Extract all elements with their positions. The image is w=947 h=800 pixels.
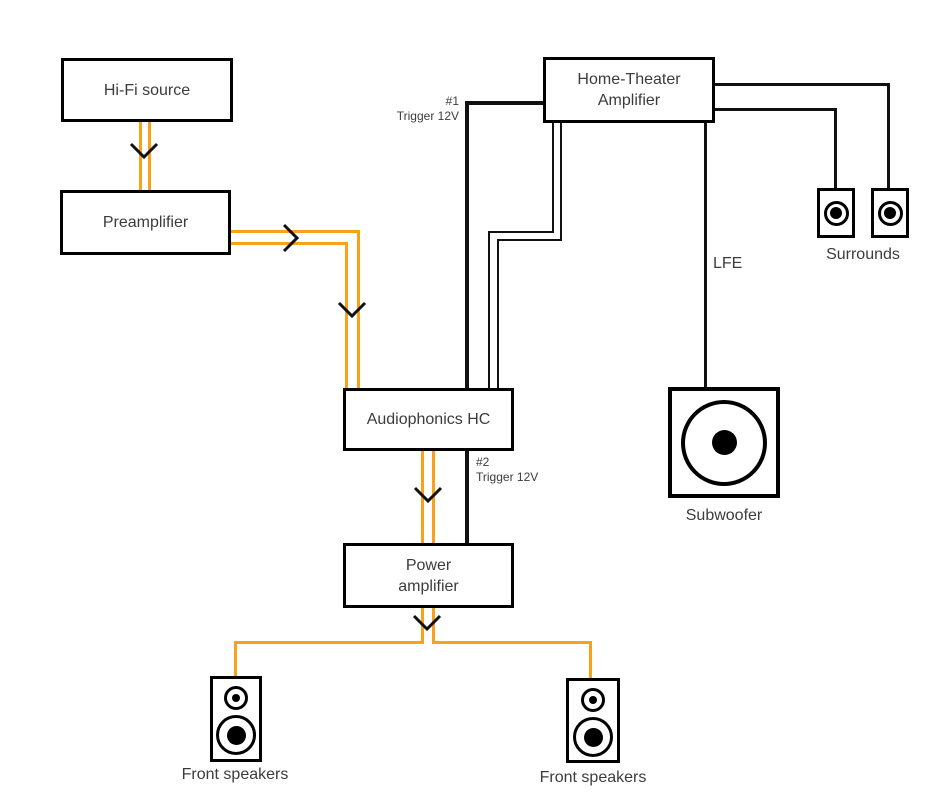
lfe-label: LFE — [713, 255, 743, 272]
subwoofer-driver-icon — [681, 399, 767, 486]
subwoofer-icon — [668, 387, 780, 498]
wire-hta-to-hc-b-v2 — [497, 239, 499, 388]
trigger2-label: #2 Trigger 12V — [476, 455, 576, 485]
wire-preamp-to-hc-outer-h — [231, 230, 360, 233]
trigger1-label-line1: #1 — [445, 94, 459, 108]
node-preamplifier-label: Preamplifier — [102, 214, 189, 231]
speaker-driver-icon — [823, 200, 849, 226]
wire-source-to-preamp-left — [139, 122, 142, 190]
front-speaker-right-icon — [566, 678, 620, 763]
wire-lfe-v — [704, 123, 707, 387]
arrow-down-icon — [413, 486, 443, 504]
wire-branch-left-v — [234, 641, 237, 677]
speaker-driver-icon — [877, 200, 903, 226]
wire-trigger1-h — [465, 101, 543, 105]
node-audiophonics-hc-label: Audiophonics HC — [366, 411, 491, 428]
wire-hta-to-hc-b-h — [497, 239, 562, 241]
node-home-theater-amplifier: Home-Theater Amplifier — [543, 57, 715, 123]
wire-surround-right-v — [887, 83, 890, 188]
wire-branch-left-h — [234, 641, 424, 644]
wire-branch-right-h — [432, 641, 592, 644]
subwoofer-label: Subwoofer — [685, 507, 763, 524]
node-hifi-source: Hi-Fi source — [61, 58, 233, 122]
node-power-amplifier-label-line1: Power — [405, 556, 452, 574]
trigger1-label-line2: Trigger 12V — [396, 109, 459, 123]
woofer-icon — [573, 717, 613, 757]
wire-hta-to-hc-a-v1 — [552, 123, 554, 233]
arrow-down-icon — [412, 614, 442, 632]
wire-surround-right-h — [715, 83, 890, 86]
wire-surround-left-h — [715, 108, 837, 111]
node-hta-label-line2: Amplifier — [597, 92, 661, 109]
tweeter-icon — [224, 686, 248, 710]
wire-trigger1-v — [465, 101, 469, 388]
trigger2-label-line2: Trigger 12V — [476, 470, 539, 484]
node-audiophonics-hc: Audiophonics HC — [343, 388, 514, 451]
surround-speaker-left-icon — [817, 188, 855, 238]
node-hta-label-line1: Home-Theater — [577, 71, 681, 88]
surround-speaker-right-icon — [871, 188, 909, 238]
arrow-right-icon — [282, 223, 300, 253]
wire-surround-left-v — [834, 108, 837, 188]
wire-branch-right-v — [589, 641, 592, 678]
front-speakers-right-label: Front speakers — [539, 769, 647, 786]
tweeter-icon — [581, 688, 605, 712]
wire-poweramp-out-right — [432, 608, 435, 644]
wire-trigger2-v — [465, 451, 469, 543]
wire-hta-to-hc-b-v1 — [560, 123, 562, 241]
front-speaker-left-icon — [210, 676, 262, 762]
node-preamplifier: Preamplifier — [60, 190, 231, 255]
wire-hta-to-hc-a-h — [488, 231, 554, 233]
front-speakers-left-label: Front speakers — [181, 766, 289, 783]
wire-preamp-to-hc-inner-v — [345, 242, 348, 388]
arrow-down-icon — [337, 301, 367, 319]
node-power-amplifier: Power amplifier — [343, 543, 514, 608]
woofer-icon — [216, 715, 256, 755]
trigger2-label-line1: #2 — [476, 455, 490, 469]
wire-source-to-preamp-right — [148, 122, 151, 190]
node-power-amplifier-label-line2: amplifier — [398, 577, 459, 595]
surrounds-label: Surrounds — [826, 246, 900, 263]
wire-hta-to-hc-a-v2 — [488, 231, 490, 388]
node-hifi-source-label: Hi-Fi source — [103, 81, 191, 99]
arrow-down-icon — [129, 142, 159, 160]
trigger1-label: #1 Trigger 12V — [359, 94, 459, 124]
